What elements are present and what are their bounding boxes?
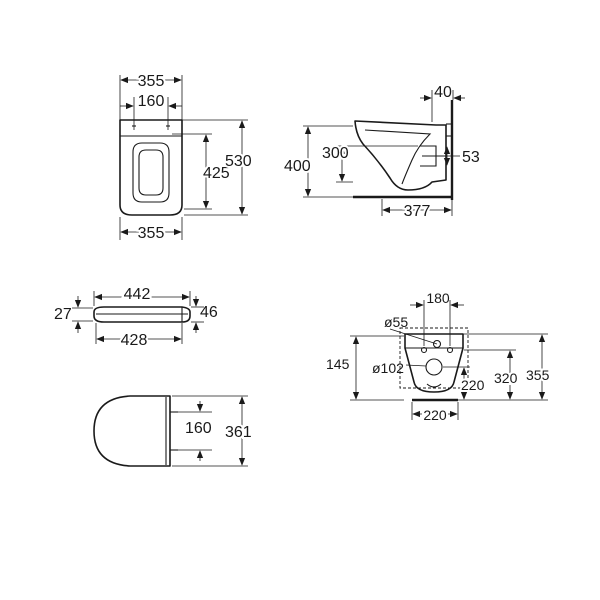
dim-hinge-spacing: 160 bbox=[185, 420, 212, 437]
outlet-horn bbox=[426, 383, 442, 388]
dim-seat-height-rear: 46 bbox=[200, 304, 218, 321]
dim-rear-height-total: 355 bbox=[526, 367, 550, 383]
dim-height-total: 400 bbox=[284, 158, 311, 175]
bowl-outline bbox=[119, 119, 183, 216]
dim-fixing-spacing: 160 bbox=[138, 93, 165, 110]
dim-width-bottom: 355 bbox=[138, 225, 165, 242]
seat-top-outline bbox=[93, 395, 171, 467]
seat-top-view: 160 361 bbox=[93, 395, 254, 467]
dim-seat-depth: 361 bbox=[225, 424, 252, 441]
dim-outlet-diameter: ø102 bbox=[372, 360, 404, 376]
dim-seat-length-inner: 428 bbox=[121, 332, 148, 349]
dim-width-top: 355 bbox=[138, 73, 165, 90]
dim-bottom-spacing: 220 bbox=[423, 407, 447, 423]
seat-side-outline bbox=[93, 306, 191, 323]
side-view: 40 400 300 53 377 bbox=[282, 84, 480, 222]
dim-height-left: 145 bbox=[326, 356, 350, 372]
dim-seat-height-front: 27 bbox=[54, 306, 72, 323]
outlet-hole bbox=[425, 358, 443, 376]
bowl-rear-dashed-frame bbox=[399, 327, 469, 389]
dim-inlet-height: 320 bbox=[494, 370, 518, 386]
dim-projection: 377 bbox=[404, 203, 431, 220]
bowl-inner-opening bbox=[138, 149, 164, 196]
leader-outlet bbox=[405, 364, 427, 367]
inlet-hole-left bbox=[420, 346, 428, 354]
bowl-opening bbox=[132, 142, 170, 203]
dim-outlet-height: 53 bbox=[462, 149, 480, 166]
inlet-hole-center bbox=[432, 339, 442, 349]
rear-view: 180 ø55 ø102 145 220 320 355 220 bbox=[326, 290, 552, 425]
seat-side-view: 442 27 46 428 bbox=[54, 284, 218, 351]
inlet-hole-right bbox=[446, 346, 454, 354]
leader-inlet bbox=[389, 328, 438, 345]
bowl-side-inner bbox=[364, 129, 432, 185]
dim-wall-offset: 40 bbox=[434, 84, 452, 101]
dim-length-to-fixing: 425 bbox=[203, 165, 230, 182]
dim-outlet-height-rear: 220 bbox=[461, 377, 485, 393]
dim-height-inner: 300 bbox=[322, 145, 349, 162]
bowl-side-outline bbox=[354, 120, 447, 191]
dim-seat-length-total: 442 bbox=[124, 286, 151, 303]
dim-inlet-diameter: ø55 bbox=[384, 314, 408, 330]
dim-length-total: 530 bbox=[225, 153, 252, 170]
bowl-rear-outline bbox=[404, 333, 464, 393]
top-view: 355 160 425 530 355 bbox=[119, 71, 254, 244]
dim-spacing-top: 180 bbox=[426, 290, 450, 306]
